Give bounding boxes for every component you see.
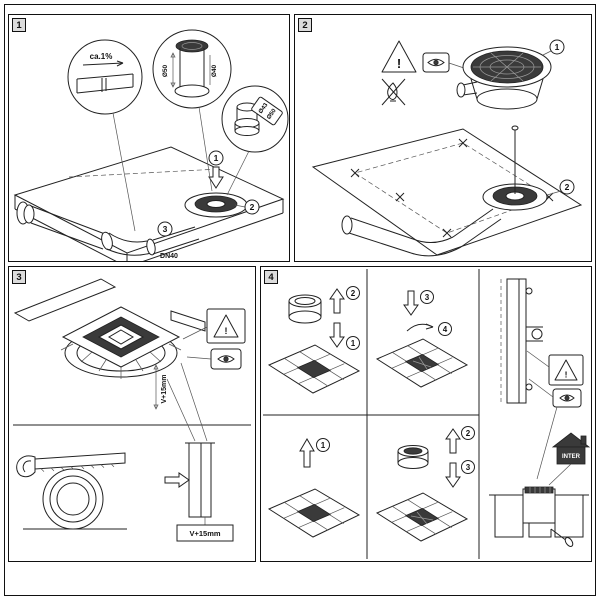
eye-icon [217, 355, 235, 363]
page-border [4, 4, 596, 596]
diameter-tag: Ø43 Ø50 [251, 96, 283, 126]
step-3-number: 3 [163, 224, 168, 234]
step-1-number: 1 [214, 153, 219, 163]
drain-flange [184, 192, 248, 218]
cell-remove-piece: 1 [267, 438, 361, 538]
down-arrow-icon [329, 322, 345, 348]
eye-icon [559, 394, 575, 402]
warning-mark: ! [565, 370, 568, 380]
floor-slab [311, 128, 583, 256]
drain-top-frame [60, 306, 182, 379]
up-arrow-icon [299, 438, 315, 468]
slope-label: ca.1% [90, 52, 113, 61]
tiled-floor [375, 338, 469, 388]
panel-1: 1 1 [8, 14, 290, 262]
drain-pipe [341, 208, 502, 257]
tag-top-label: Ø43 [258, 102, 270, 115]
drain-body [456, 46, 552, 110]
panel-4-badge: 4 [264, 270, 278, 284]
step-3-number: 3 [425, 293, 430, 302]
panel-1-illustration: 1 2 3 DN40 ca.1% [13, 29, 289, 261]
saw-handle [16, 455, 36, 478]
floor-cross-section [13, 278, 206, 332]
step-3-number: 3 [466, 463, 471, 472]
warning-mark: ! [397, 56, 401, 71]
step-2-number: 2 [466, 429, 471, 438]
eye-box [422, 52, 468, 73]
down-arrow-icon [403, 290, 419, 316]
height-detail-label: V+15mm [189, 529, 220, 538]
step-1-marker: 1 [542, 39, 565, 56]
panel-3: 3 V+15mm ! [8, 266, 256, 562]
floor-slab [13, 146, 285, 261]
height-label: V+15mm [161, 375, 168, 404]
panel-4: 4 2 1 [260, 266, 592, 562]
eye-icon [427, 58, 445, 67]
right-arrow-icon [164, 472, 190, 488]
tiled-floor [267, 488, 361, 538]
pipe-size-label: DN40 [160, 253, 178, 260]
step-2-number: 2 [250, 202, 255, 212]
tag-bottom-label: Ø50 [266, 108, 278, 121]
panel-1-badge: 1 [12, 18, 26, 32]
warning-box: ! [526, 350, 584, 386]
cell-insert-piece: 2 1 [267, 286, 361, 394]
grid-dividers [263, 269, 480, 559]
no-open-flame-icon [381, 78, 406, 106]
drain-flange [482, 125, 548, 211]
cell-fit-grate: 2 3 [375, 426, 475, 542]
outer-diameter-label: Ø50 [162, 64, 169, 77]
saw-cutting-scene [16, 452, 127, 530]
wall-section [500, 278, 543, 404]
callout-slope: ca.1% [67, 39, 143, 232]
height-dimension: V+15mm [153, 364, 168, 410]
house-icon: INTER [551, 432, 591, 465]
cell-rotate-piece: 3 4 [375, 290, 469, 388]
down-arrow-icon [208, 166, 224, 189]
step-1-number: 1 [321, 441, 326, 450]
drain-grate-piece [397, 445, 429, 469]
step-1-marker: 1 [208, 150, 224, 189]
up-arrow-icon [445, 428, 461, 454]
house-label: INTER [562, 454, 581, 460]
cut-detail: V+15mm [164, 362, 234, 542]
saw-blade [34, 452, 126, 470]
panel-2: 2 ! [294, 14, 592, 262]
eye-box [186, 348, 242, 370]
buried-drain-section [489, 463, 589, 547]
warning-triangle-icon: ! [381, 40, 417, 73]
panel-2-badge: 2 [298, 18, 312, 32]
step-1-number: 1 [555, 42, 560, 52]
step-1-number: 1 [351, 339, 356, 348]
drain-extension-piece [288, 294, 322, 324]
warning-box: ! [182, 308, 246, 344]
inner-diameter-label: Ø40 [211, 64, 218, 77]
panel-3-illustration: V+15mm ! [13, 278, 251, 542]
step-3-marker: 3 DN40 [157, 221, 178, 260]
step-2-number: 2 [565, 182, 570, 192]
step-2-number: 2 [351, 289, 356, 298]
down-arrow-icon [445, 462, 461, 488]
step-4-number: 4 [443, 325, 448, 334]
eye-box [528, 378, 582, 480]
up-arrow-icon [329, 288, 345, 314]
warning-mark: ! [225, 326, 228, 336]
step-2-marker: 2 [234, 199, 260, 215]
panel-3-badge: 3 [12, 270, 26, 284]
callout-adapter: Ø43 Ø50 [221, 85, 289, 196]
step-2-marker: 2 [546, 179, 575, 196]
panel-2-illustration: ! [311, 39, 583, 257]
tiled-floor [267, 344, 361, 394]
drain-pipe [16, 201, 200, 256]
callout-diameters: Ø50 Ø40 [152, 29, 232, 192]
tiled-floor [375, 492, 469, 542]
panel-4-illustration: 2 1 3 4 [263, 269, 591, 559]
